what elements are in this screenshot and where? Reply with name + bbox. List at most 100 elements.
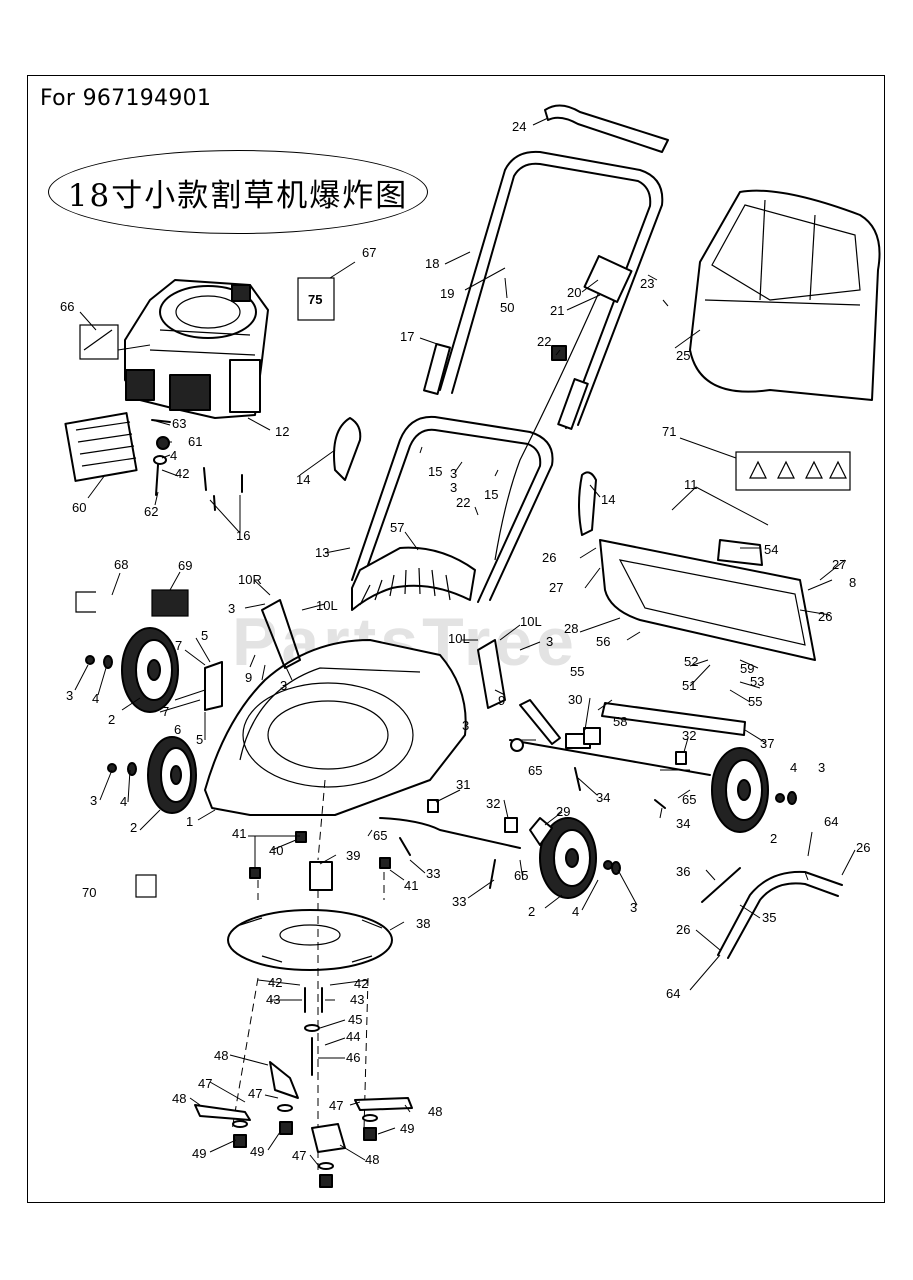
height-lever (519, 699, 561, 745)
handle-grip (544, 104, 669, 153)
part-label-18: 17 (400, 329, 414, 344)
part-label-50c: 49 (400, 1121, 414, 1136)
part-label-9a: 9 (245, 670, 252, 685)
part-label-29: 28 (564, 621, 578, 636)
part-label-23a: 22 (537, 334, 551, 349)
hinge-bracket-left (477, 639, 506, 709)
bolts-17 (203, 467, 243, 511)
blade-adapter-plate (227, 909, 393, 971)
height-bracket (529, 817, 553, 846)
part-label-16a: 15 (428, 464, 442, 479)
part-label-13: 12 (275, 424, 289, 439)
bushing-59 (583, 727, 601, 745)
mower-deck (204, 639, 467, 816)
hinge-bracket-right (261, 599, 301, 669)
part-label-4d: 4 (120, 794, 127, 809)
bolt-62 (156, 436, 170, 450)
part-label-38: 37 (760, 736, 774, 751)
wheel-rear-left (147, 736, 197, 814)
part-label-49b: 48 (172, 1091, 186, 1106)
part-label-3e: 3 (280, 678, 287, 693)
part-label-35b: 34 (676, 816, 690, 831)
part-label-64: 63 (172, 416, 186, 431)
part-label-3d: 3 (546, 634, 553, 649)
blade-49-right (354, 1097, 413, 1111)
part-label-32: 31 (456, 777, 470, 792)
label-70 (151, 589, 189, 617)
part-label-4e: 4 (572, 904, 579, 919)
part-label-39: 38 (416, 916, 430, 931)
part-label-66c: 65 (373, 828, 387, 843)
part-number-labels: 24 18 19 50 20 21 23 17 22 25 67 66 12 6… (60, 119, 870, 1167)
part-label-56a: 55 (570, 664, 584, 679)
warning-label (735, 451, 851, 491)
part-label-20: 19 (440, 286, 454, 301)
handle-end-right (557, 378, 589, 430)
label-71 (135, 874, 157, 898)
part-label-49c: 48 (428, 1104, 442, 1119)
part-label-27c: 26 (856, 840, 870, 855)
part-label-15a: 14 (296, 472, 310, 487)
control-cable (494, 289, 601, 561)
part-label-52: 51 (682, 678, 696, 693)
part-label-40: 39 (346, 848, 360, 863)
model-number: For 967194901 (40, 86, 212, 111)
part-label-7b: 7 (162, 704, 169, 719)
cable-clip (551, 345, 567, 361)
part-label-59: 58 (613, 714, 627, 729)
part-label-15b: 14 (601, 492, 615, 507)
part-label-3f: 3 (66, 688, 73, 703)
part-label-27b: 26 (818, 609, 832, 624)
air-filter (64, 412, 138, 482)
part-label-43b: 42 (268, 975, 282, 990)
decal-68-number: 75 (308, 292, 322, 307)
part-label-37: 36 (676, 864, 690, 879)
part-label-17: 16 (236, 528, 250, 543)
part-label-47: 46 (346, 1050, 360, 1065)
part-label-2b: 2 (130, 820, 137, 835)
nut-50-bottom (319, 1174, 333, 1188)
part-label-5b: 5 (196, 732, 203, 747)
part-label-61: 60 (72, 500, 86, 515)
part-label-48a: 47 (198, 1076, 212, 1091)
engine-oil-decal (297, 277, 335, 321)
part-label-44a: 43 (266, 992, 280, 1007)
part-label-3h: 3 (818, 760, 825, 775)
part-label-53: 52 (684, 654, 698, 669)
part-label-66b: 65 (682, 792, 696, 807)
part-label-3g: 3 (462, 718, 469, 733)
part-label-50a: 49 (192, 1146, 206, 1161)
diagram-title: 18寸小款割草机爆炸图 (67, 177, 409, 214)
rear-axle (509, 739, 711, 776)
part-label-65b: 64 (666, 986, 680, 1001)
front-axle (379, 817, 521, 849)
engine (124, 279, 269, 419)
part-label-1: 1 (186, 814, 193, 829)
part-label-56b: 55 (748, 694, 762, 709)
part-label-36: 35 (762, 910, 776, 925)
part-label-19: 18 (425, 256, 439, 271)
part-label-11b: 10L (448, 631, 470, 646)
part-label-30: 29 (556, 804, 570, 819)
blade-49-bottom (311, 1123, 346, 1153)
part-label-57: 56 (596, 634, 610, 649)
part-label-50b: 49 (250, 1144, 264, 1159)
part-label-24: 23 (640, 276, 654, 291)
wheel-front-right (539, 817, 597, 899)
washer-66 (510, 738, 524, 752)
part-label-3a: 3 (450, 466, 457, 481)
bushing-33-front (504, 817, 518, 833)
part-label-3c: 3 (228, 601, 235, 616)
part-label-48c: 47 (329, 1098, 343, 1113)
rear-flap-rod (717, 870, 843, 956)
mulch-chute (351, 546, 476, 611)
part-label-27a: 26 (542, 550, 556, 565)
handle-knob-right (578, 471, 597, 536)
part-label-68: 67 (362, 245, 376, 260)
wheel-front-left (121, 627, 179, 713)
part-label-72: 71 (662, 424, 676, 439)
part-label-12: 11 (684, 477, 698, 492)
bag-frame (599, 539, 816, 661)
part-label-45: 44 (346, 1029, 360, 1044)
nut-41 (295, 831, 307, 843)
